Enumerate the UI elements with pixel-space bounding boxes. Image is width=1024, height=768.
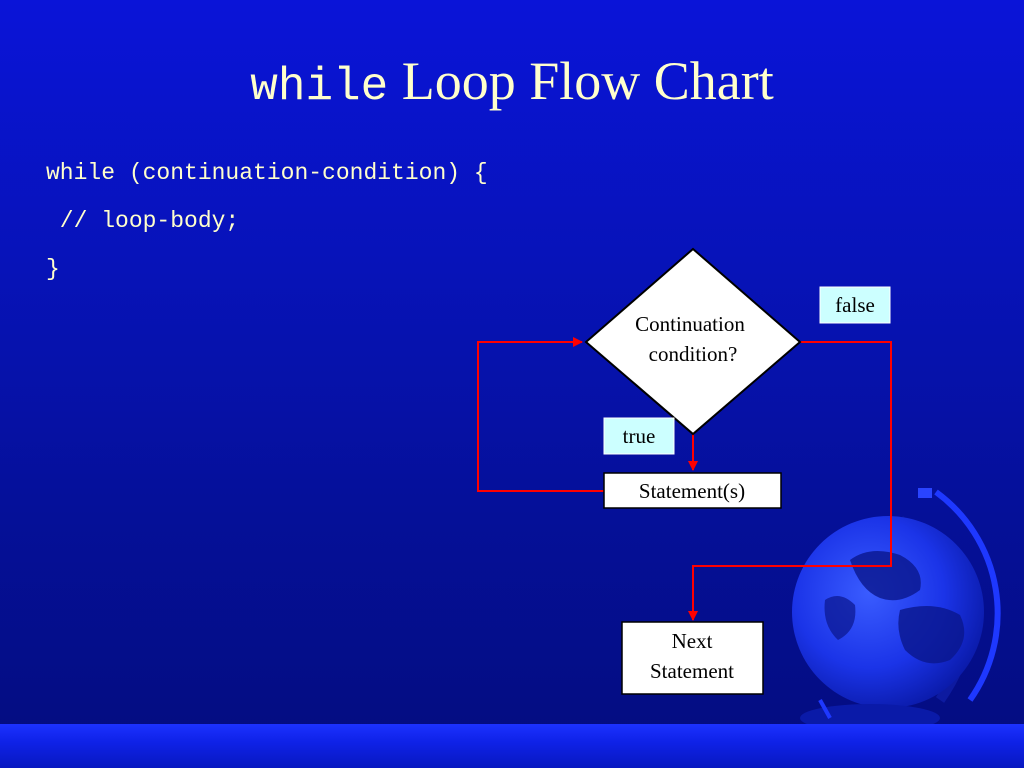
next-label-line1: Next: [672, 629, 713, 653]
false-arrow: [688, 341, 892, 621]
next-statement-node: Next Statement: [621, 621, 764, 695]
globe-icon: [792, 488, 1001, 732]
statement-node: Statement(s): [603, 472, 782, 509]
footer-bar: [0, 724, 1024, 768]
decision-node: Continuation condition?: [584, 247, 802, 436]
statement-label: Statement(s): [639, 479, 745, 503]
false-label: false: [819, 286, 891, 324]
title-text: Loop Flow Chart: [401, 51, 774, 111]
connectors: [477, 337, 892, 621]
decision-label-line1: Continuation: [635, 312, 745, 336]
true-label-text: true: [623, 424, 656, 448]
title-keyword: while: [250, 61, 389, 113]
code-line-3: }: [46, 256, 60, 282]
next-label-line2: Statement: [650, 659, 734, 683]
decision-label-line2: condition?: [649, 342, 738, 366]
code-line-1: while (continuation-condition) {: [46, 160, 488, 186]
loop-back-arrow: [477, 337, 604, 492]
true-label: true: [603, 417, 675, 455]
false-label-text: false: [835, 293, 875, 317]
code-line-2: // loop-body;: [46, 208, 240, 234]
slide-title: while Loop Flow Chart: [0, 48, 1024, 120]
